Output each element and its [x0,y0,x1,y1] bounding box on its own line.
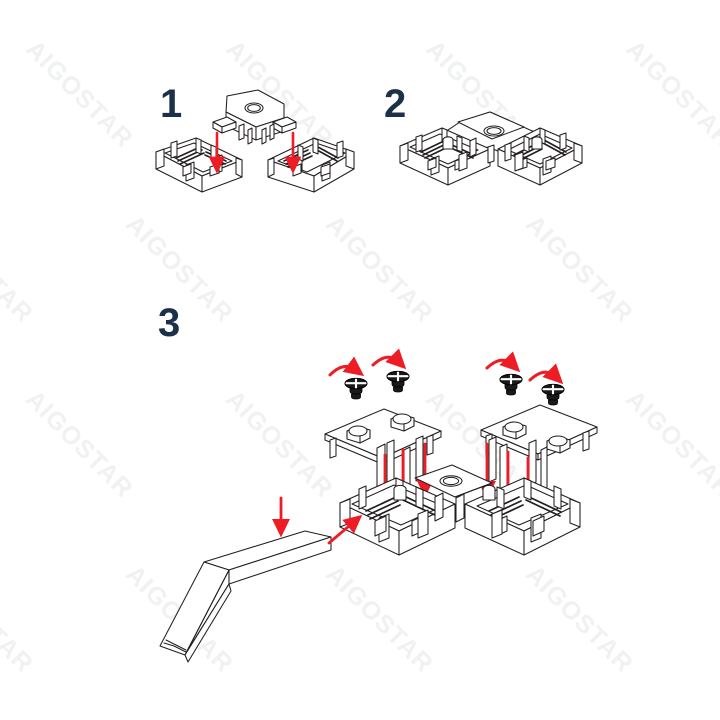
step-1-illustration [155,89,355,193]
step-2-illustration [399,111,583,186]
connector-base-left-part [155,137,243,193]
screw-rotate-arrow-4 [528,363,564,385]
clamp-cover-right-part [480,404,598,494]
strip-insert-arrow [327,514,363,545]
connector-base-right-part [267,137,355,193]
step-number-1: 1 [160,82,183,126]
corner-connector-base-part [339,464,581,556]
step-3-illustration [159,348,598,663]
screw-1 [343,377,369,401]
screw-2 [385,370,411,394]
screw-rotate-arrow-2 [371,348,407,370]
screw-rotate-arrow-1 [328,356,365,377]
screw-rotate-arrow-3 [485,351,521,373]
clamp-cover-left-part [324,408,442,494]
screw-4 [540,383,566,407]
corner-cap-part [212,89,297,145]
screw-group-left [343,370,411,401]
led-strip-part [159,530,332,663]
step-number-3: 3 [158,301,181,345]
screw-3 [498,373,524,397]
step-number-2: 2 [384,82,407,126]
